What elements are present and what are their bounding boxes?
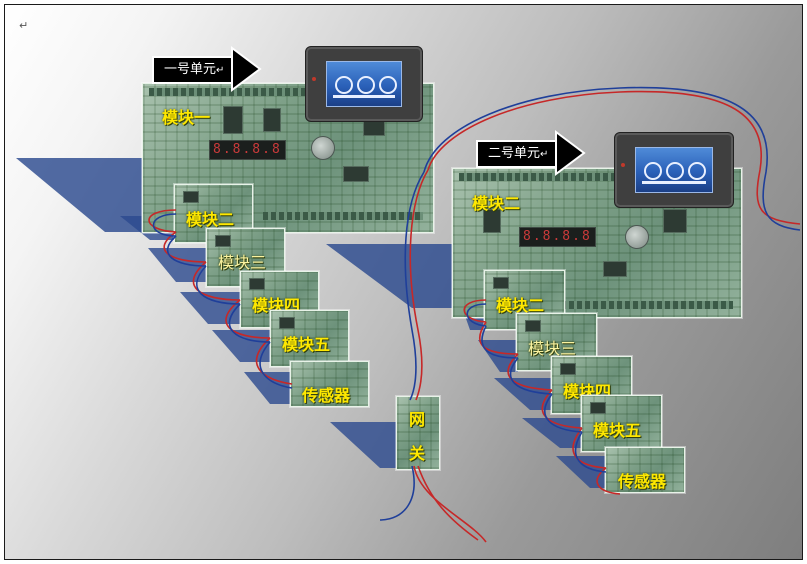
chip — [603, 261, 627, 277]
arrow-head-icon — [231, 46, 262, 92]
gateway-label-line2: 关 — [409, 444, 426, 463]
coin-battery — [625, 225, 649, 249]
unit2-shadow-sensor — [556, 456, 606, 488]
arrow-head-icon — [555, 130, 586, 176]
unit1-arrow-body: 一号单元↵ — [152, 56, 234, 84]
chip — [560, 363, 576, 375]
unit2-module-5-board — [581, 395, 662, 452]
power-led — [312, 77, 316, 81]
paragraph-mark: ↵ — [19, 19, 29, 32]
coin-battery — [311, 136, 335, 160]
dial-icon — [357, 76, 375, 94]
dial-icon — [379, 76, 397, 94]
wire-blue — [404, 171, 425, 401]
status-bar — [333, 95, 395, 98]
chip — [223, 106, 243, 134]
unit1-module-2-label: 模块二 — [186, 210, 235, 229]
chip — [590, 402, 606, 414]
unit1-title: 一号单元 — [164, 62, 217, 77]
wire-blue — [423, 86, 801, 231]
unit1-module-3-label: 模块三 — [218, 253, 267, 272]
unit1-sensor-label: 传感器 — [302, 386, 351, 405]
unit2-hmi-panel — [614, 132, 734, 208]
led-display: 8.8.8.8 — [209, 140, 286, 160]
wire-red — [463, 299, 621, 495]
hmi-screen — [635, 147, 713, 193]
unit2-title: 二号单元 — [488, 146, 541, 161]
wire-blue — [466, 303, 607, 473]
unit2-sensor-board — [605, 447, 685, 493]
unit1-main-shadow — [16, 158, 150, 232]
unit1-module-1-label: 模块一 — [162, 108, 211, 127]
unit1-arrow: 一号单元↵ — [152, 46, 262, 92]
dial-icon — [688, 162, 706, 180]
chip — [483, 209, 501, 233]
chip — [525, 320, 541, 332]
unit1-module-5-label: 模块五 — [282, 335, 331, 354]
chip — [343, 166, 369, 182]
wire-red — [427, 90, 801, 225]
hmi-screen — [326, 61, 402, 107]
status-bar — [642, 181, 706, 184]
unit1-sensor-board — [290, 361, 369, 407]
power-led — [621, 163, 625, 167]
chip — [249, 278, 265, 290]
wire-red — [417, 465, 479, 541]
wire-blue — [152, 213, 293, 389]
unit2-sensor-label: 传感器 — [618, 472, 667, 491]
chip — [279, 317, 295, 329]
led-display: 8.8.8.8 — [519, 227, 596, 247]
terminal-strip — [263, 212, 423, 220]
chip — [263, 108, 281, 132]
unit1-hmi-panel — [305, 46, 423, 122]
terminal-strip — [459, 173, 729, 181]
unit2-module-2-label: 模块二 — [496, 296, 545, 315]
unit2-arrow: 二号单元↵ — [476, 130, 586, 176]
terminal-strip — [553, 301, 733, 309]
gateway-label-line1: 网 — [409, 410, 426, 429]
unit2-module-3-label: 模块三 — [528, 339, 577, 358]
unit2-module-1-label: 模块二 — [472, 194, 521, 213]
unit1-module-5-board — [270, 310, 349, 367]
gateway-shadow — [330, 422, 398, 468]
chip — [183, 191, 199, 203]
unit1-shadow-sensor — [244, 372, 292, 404]
dial-icon — [666, 162, 684, 180]
unit1-shadow-3 — [148, 248, 208, 282]
return-mark: ↵ — [540, 149, 549, 160]
dial-icon — [335, 76, 353, 94]
unit2-shadow-4 — [494, 378, 552, 410]
chip — [215, 235, 231, 247]
unit2-arrow-body: 二号单元↵ — [476, 140, 558, 168]
wire-red — [409, 169, 429, 401]
wire-red — [413, 465, 487, 543]
dial-icon — [644, 162, 662, 180]
chip — [663, 209, 687, 233]
wire-blue — [379, 465, 415, 521]
terminal-strip — [149, 88, 419, 96]
chip — [493, 277, 509, 289]
return-mark: ↵ — [216, 65, 225, 76]
unit2-main-shadow — [326, 244, 456, 308]
unit2-module-5-label: 模块五 — [593, 421, 642, 440]
